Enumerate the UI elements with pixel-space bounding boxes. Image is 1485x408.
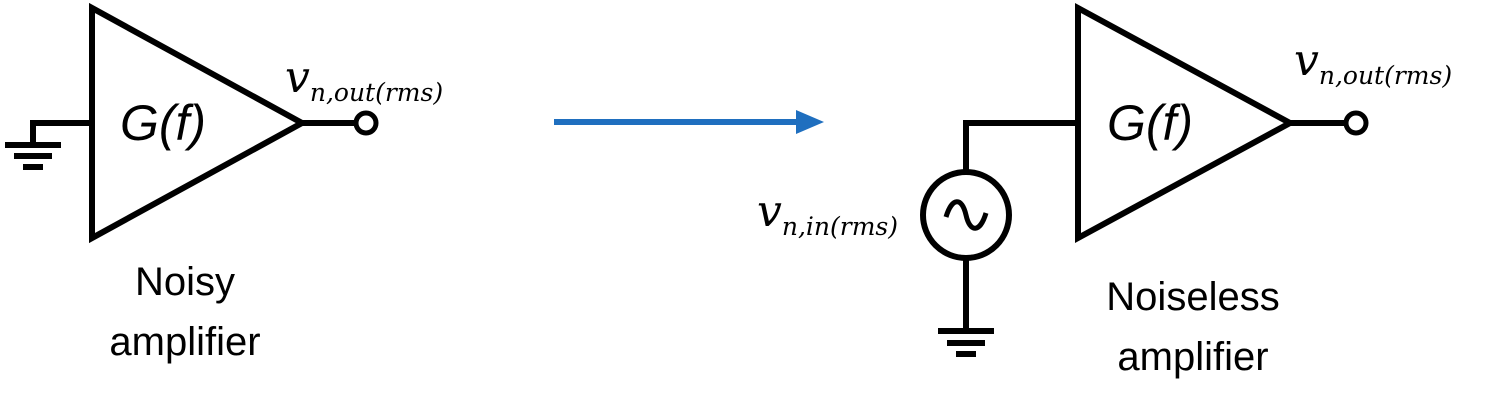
output-voltage-label: vn,out(rms) (285, 52, 443, 107)
output-terminal (353, 110, 379, 136)
noiseless-amplifier-circuit: vn,in(rms) G(f) vn,out(rms) Noiseless am… (757, 2, 1452, 379)
caption-amplifier-left: amplifier (109, 320, 260, 364)
transform-arrow (554, 110, 824, 134)
caption-noisy: Noisy (135, 260, 235, 304)
ac-source-icon (920, 169, 1012, 261)
output-voltage-label: vn,out(rms) (1294, 35, 1452, 90)
input-wire (963, 120, 1081, 175)
ground-icon (938, 328, 994, 357)
amplifier-triangle (89, 2, 309, 244)
gain-label: G(f) (120, 95, 206, 151)
ground-icon (5, 120, 61, 170)
caption-amplifier-right: amplifier (1117, 335, 1268, 379)
noisy-amplifier-circuit: G(f) vn,out(rms) Noisy amplifier (5, 2, 443, 364)
input-noise-voltage-label: vn,in(rms) (757, 186, 898, 241)
output-terminal (1343, 110, 1369, 136)
gain-label: G(f) (1107, 95, 1193, 151)
caption-noiseless: Noiseless (1106, 275, 1279, 319)
amplifier-triangle (1075, 2, 1297, 244)
